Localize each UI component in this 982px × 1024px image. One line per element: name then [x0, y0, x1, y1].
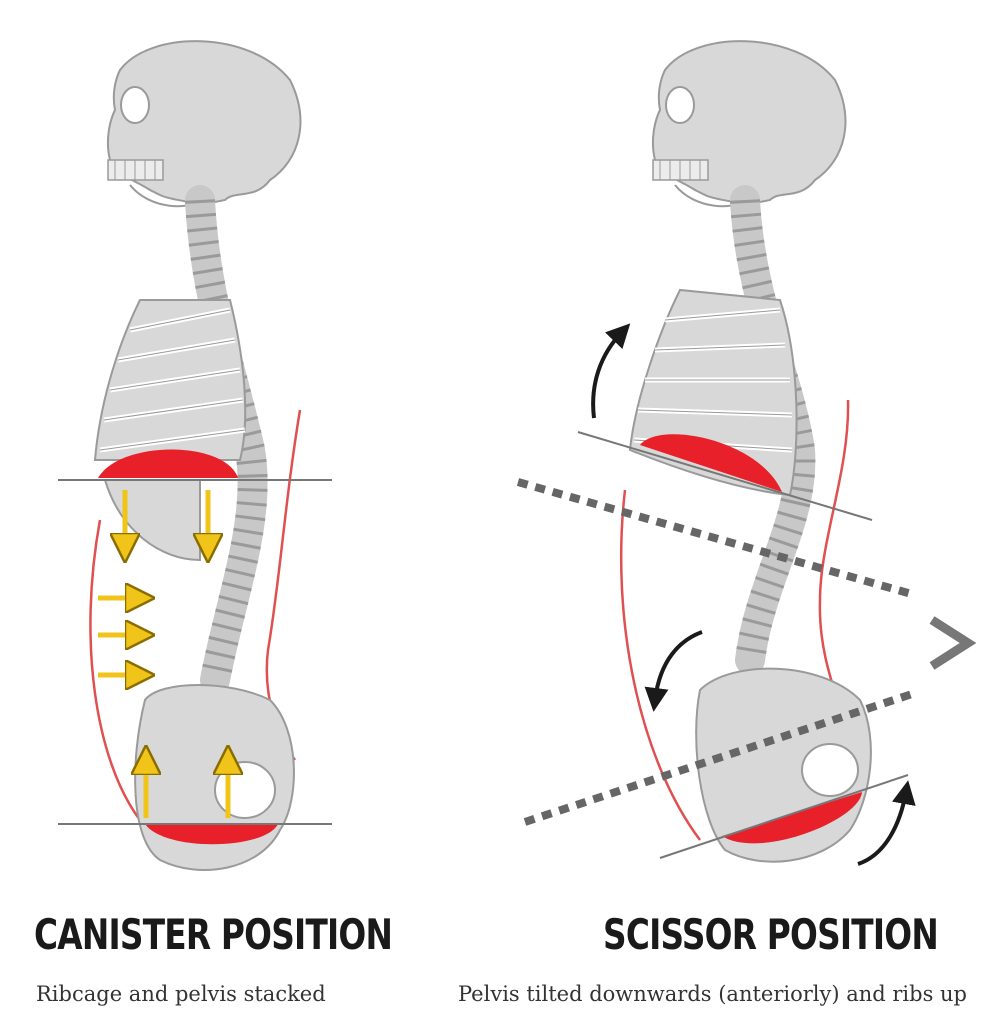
scissor-panel — [516, 40, 977, 866]
pelvic-floor-reference-line — [659, 774, 909, 859]
skull-icon — [651, 40, 847, 208]
pressure-arrows — [98, 490, 228, 818]
front-body-outline — [89, 519, 142, 821]
pelvic-floor — [145, 824, 278, 845]
skull-icon — [106, 40, 302, 208]
ribcage-rotation-arrow-icon — [591, 323, 631, 419]
diaphragm — [640, 434, 782, 492]
diaphragm-reference-line — [577, 431, 873, 521]
canister-subtitle: Ribcage and pelvis stacked — [36, 982, 326, 1006]
canister-title: CANISTER POSITION — [34, 910, 393, 959]
scissor-title: SCISSOR POSITION — [603, 910, 939, 959]
scissor-dashed-line-lower — [523, 689, 917, 826]
ribcage — [93, 299, 247, 562]
spine — [185, 185, 268, 695]
scissor-dashed-line-upper — [516, 478, 917, 599]
spine — [730, 185, 816, 675]
scissor-subtitle: Pelvis tilted downwards (anteriorly) and… — [458, 982, 968, 1006]
angle-marker-icon — [929, 616, 977, 670]
canister-panel — [58, 40, 332, 871]
pelvis-rotation-front-arrow-icon — [644, 630, 703, 712]
motion-arrows — [591, 323, 916, 866]
pelvis-rotation-back-arrow-icon — [857, 780, 916, 866]
diaphragm — [98, 449, 238, 478]
pelvic-floor — [722, 792, 862, 844]
front-body-outline — [619, 489, 702, 841]
